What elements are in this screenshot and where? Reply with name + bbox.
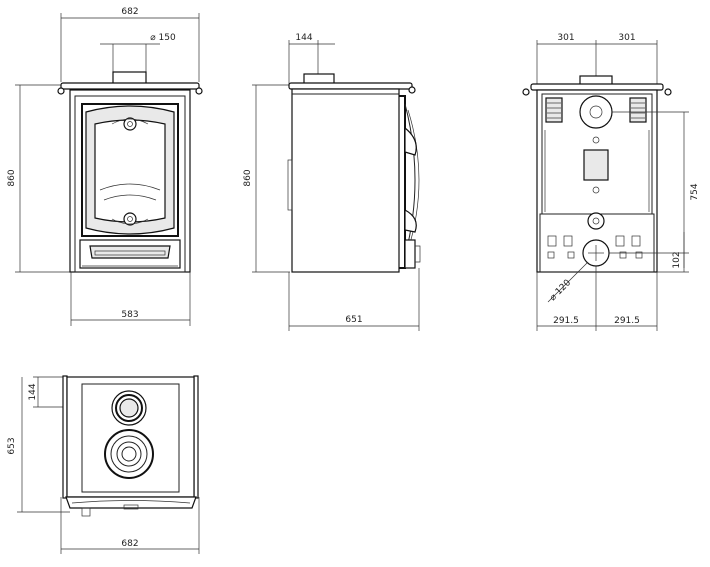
front-height-label: 860 <box>7 169 17 186</box>
top-view: 144 653 <box>7 375 200 554</box>
side-dim-flue-offset: 144 <box>288 33 335 85</box>
top-width-label: 682 <box>121 539 138 549</box>
front-dim-overall-width: 682 <box>60 7 200 82</box>
side-depth-label: 651 <box>345 315 362 325</box>
front-width-label: 682 <box>121 7 138 17</box>
front-flue-label: ⌀ 150 <box>150 33 176 43</box>
rear-dim-outlet-height: 102 <box>609 232 689 269</box>
rear-flue-height-label: 754 <box>690 183 700 200</box>
rear-offset-left-label: 291.5 <box>553 316 579 326</box>
rear-vent-right <box>629 97 647 123</box>
rear-outlet-height-label: 102 <box>672 251 682 268</box>
rear-view: 301 301 <box>522 33 700 331</box>
top-dim-width: 682 <box>60 497 200 554</box>
side-view: 144 860 651 <box>243 33 421 331</box>
front-body-width-label: 583 <box>121 310 138 320</box>
rear-half-left-label: 301 <box>557 33 574 43</box>
rear-vent-left <box>545 97 563 123</box>
side-dim-height: 860 <box>243 84 290 273</box>
stove-front-body <box>57 71 203 273</box>
door-frame <box>81 103 179 237</box>
top-dim-depth: 653 <box>7 377 70 513</box>
rear-flue-outlet <box>579 95 613 129</box>
door-glass <box>94 119 166 223</box>
front-dim-body-width: 583 <box>70 272 191 326</box>
cooking-plate <box>104 429 154 479</box>
front-view: 682 ⌀ 150 860 <box>7 7 203 326</box>
front-dim-height: 860 <box>7 84 70 273</box>
stove-side-body <box>287 73 421 273</box>
flue-collar <box>112 71 147 85</box>
rear-outlet-diameter-label: ⌀ 120 <box>548 278 573 303</box>
side-flue-offset-label: 144 <box>295 33 312 43</box>
rear-dim-top: 301 301 <box>536 33 658 86</box>
side-height-label: 860 <box>243 169 253 186</box>
rear-offset-right-label: 291.5 <box>614 316 640 326</box>
rear-dim-bottom: 291.5 291.5 <box>536 266 658 331</box>
top-depth-label: 653 <box>7 437 17 454</box>
top-flue-offset-label: 144 <box>28 383 38 400</box>
side-dim-depth: 651 <box>288 268 420 331</box>
stove-rear-body <box>522 75 672 273</box>
stove-top-body <box>62 375 199 517</box>
rear-half-right-label: 301 <box>618 33 635 43</box>
air-control-knob <box>123 212 137 226</box>
